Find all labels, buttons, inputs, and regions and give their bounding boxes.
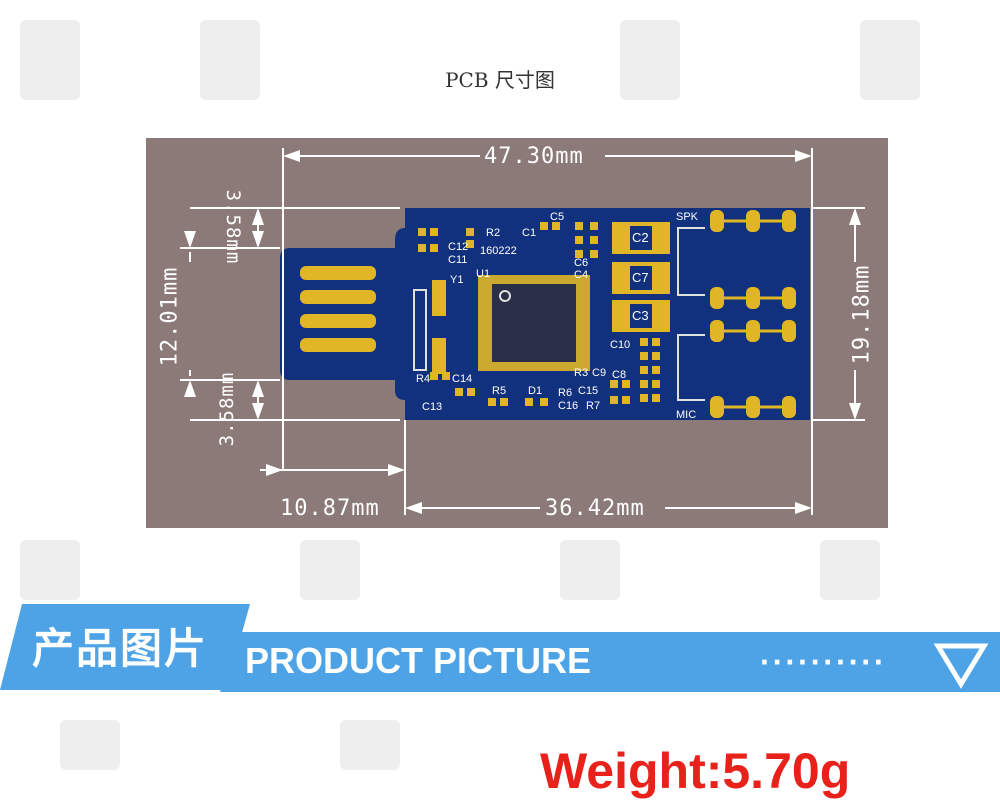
silk-label: C7	[632, 270, 649, 285]
silk-label: C4	[574, 269, 589, 281]
silk-label: C15	[578, 385, 599, 397]
dim-board-length: 36.42mm	[545, 496, 645, 521]
dim-right-height: 19.18mm	[849, 264, 875, 365]
silk-label: C5	[550, 211, 565, 223]
silk-label: R2	[486, 227, 501, 239]
triangle-down-icon	[933, 643, 989, 689]
silk-label: SPK	[676, 211, 699, 223]
banner-dots: ··········	[760, 644, 887, 680]
weight-label: Weight:5.70g	[540, 743, 851, 799]
silk-label: R4	[416, 373, 431, 385]
silk-label: 160222	[480, 245, 517, 257]
banner-title-en: PRODUCT PICTURE	[245, 640, 592, 681]
pcb-dimension-drawing	[146, 138, 888, 528]
dim-left-height: 12.01mm	[157, 266, 183, 367]
silk-label: R5	[492, 385, 507, 397]
silk-label: Y1	[450, 274, 464, 286]
silk-label: C1	[522, 227, 537, 239]
silk-label: U1	[476, 268, 491, 280]
silk-label: R7	[586, 400, 601, 412]
silk-label: MIC	[676, 409, 697, 421]
silk-label: R3	[574, 367, 589, 379]
dim-usb-bottom-offset: 3.58mm	[216, 371, 238, 447]
dim-usb-top-offset: 3.58mm	[222, 189, 244, 265]
silk-label: C16	[558, 400, 579, 412]
silk-label: C2	[632, 230, 649, 245]
silk-label: C11	[448, 254, 468, 266]
silk-label: C6	[574, 257, 589, 269]
silk-label: C9	[592, 367, 607, 379]
section-banner	[0, 604, 1000, 692]
silk-label: C3	[632, 308, 649, 323]
silk-label: C10	[610, 339, 631, 351]
silk-label: D1	[528, 385, 543, 397]
dim-top-width: 47.30mm	[484, 144, 584, 169]
dim-usb-length: 10.87mm	[280, 496, 380, 521]
banner-title-cn: 产品图片	[32, 624, 209, 673]
silk-label: C12	[448, 241, 469, 253]
page-title: PCB 尺寸图	[445, 68, 555, 92]
silk-label: C14	[452, 373, 473, 385]
silk-label: C8	[612, 369, 627, 381]
silk-label: C13	[422, 401, 443, 413]
silk-label: R6	[558, 387, 573, 399]
